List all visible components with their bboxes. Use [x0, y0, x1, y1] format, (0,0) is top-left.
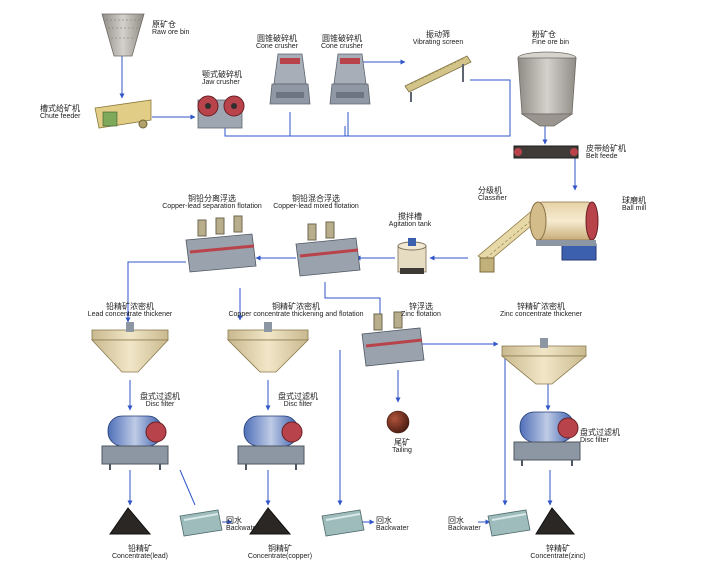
zinc-concentrate-pile: [535, 507, 576, 535]
chute-feeder: [94, 99, 152, 129]
label-disc-filter-3: 盘式过滤机 Disc filter: [580, 428, 620, 445]
label-copper-thickening: 铜精矿浓密机 Copper concentrate thickening and…: [228, 302, 364, 319]
label-lead-thickener: 铅精矿浓密机 Lead concentrate thickener: [87, 302, 173, 319]
label-concentrate-copper: 铜精矿 Concentrate(copper): [247, 544, 313, 561]
cu-pb-mixed-flotation-cell: [295, 221, 361, 277]
belt-feeder: [513, 145, 579, 159]
cone-crusher-1: [269, 53, 311, 105]
fine-ore-bin: [517, 51, 577, 127]
label-backwater-3: 回水 Backwater: [448, 516, 481, 533]
label-zinc-thickener: 锌精矿浓密机 Zinc concentrate thickener: [499, 302, 583, 319]
label-disc-filter-2: 盘式过滤机 Disc filter: [278, 392, 318, 409]
agitation-tank: [397, 238, 427, 274]
cone-crusher-2: [329, 53, 371, 105]
label-disc-filter-1: 盘式过滤机 Disc filter: [140, 392, 180, 409]
tailing-pile: [386, 410, 410, 434]
label-backwater-1: 回水 Backwater: [226, 516, 259, 533]
label-raw-ore-bin: 原矿仓 Raw ore bin: [152, 20, 190, 37]
zinc-flotation-cell: [361, 311, 425, 367]
backwater-tank-1: [179, 509, 223, 537]
label-cu-pb-separation: 铜铅分离浮选 Copper-lead separation flotation: [162, 194, 262, 211]
label-cu-pb-mixed: 铜铅混合浮选 Copper-lead mixed flotation: [273, 194, 359, 211]
label-agitation-tank: 搅拌槽 Agitation tank: [388, 212, 432, 229]
label-cone-crusher-1: 圆锥破碎机 Cone crusher: [255, 34, 299, 51]
flow-mixed-to-zinc: [324, 282, 383, 319]
disc-filter-2: [237, 415, 305, 470]
cu-pb-separation-flotation-cell: [185, 215, 257, 273]
raw-ore-bin: [101, 13, 145, 57]
label-vibrating-screen: 振动筛 Vibrating screen: [412, 30, 464, 47]
label-concentrate-lead: 铅精矿 Concentrate(lead): [111, 544, 169, 561]
jaw-crusher: [197, 95, 245, 129]
label-ball-mill: 球磨机 Ball mill: [622, 196, 647, 213]
label-jaw-crusher: 颚式破碎机 Jaw crusher: [202, 70, 242, 87]
backwater-tank-2: [321, 509, 365, 537]
flow-lead-to-backwater: [179, 469, 196, 506]
lead-thickener: [91, 322, 169, 373]
label-chute-feeder: 槽式给矿机 Chute feeder: [40, 104, 81, 121]
vibrating-screen: [404, 55, 472, 102]
label-cone-crusher-2: 圆锥破碎机 Cone crusher: [320, 34, 364, 51]
disc-filter-1: [101, 415, 169, 470]
ball-mill: [529, 201, 599, 261]
flow-jaw-to-cone-crushers: [224, 126, 511, 137]
flow-lines: [119, 56, 578, 525]
backwater-tank-3: [487, 509, 531, 537]
zinc-thickener: [500, 338, 588, 385]
copper-concentrate-pile: [249, 507, 292, 535]
flow-screen-to-fine-bin: [470, 79, 511, 126]
copper-thickener: [227, 322, 309, 373]
label-fine-ore-bin: 粉矿仓 Fine ore bin: [532, 30, 569, 47]
disc-filter-3: [513, 411, 581, 466]
lead-concentrate-pile: [109, 507, 152, 535]
flow-separation-to-lead-thickener: [125, 261, 186, 323]
label-zinc-flotation: 锌浮选 Zinc flotation: [401, 302, 441, 319]
label-tailing: 尾矿 Tailing: [392, 438, 412, 455]
label-backwater-2: 回水 Backwater: [376, 516, 409, 533]
label-concentrate-zinc: 锌精矿 Concentrate(zinc): [530, 544, 586, 561]
label-classifier: 分级机 Classifier: [478, 186, 507, 203]
label-belt-feeder: 皮带给矿机 Belt feede: [586, 144, 626, 161]
